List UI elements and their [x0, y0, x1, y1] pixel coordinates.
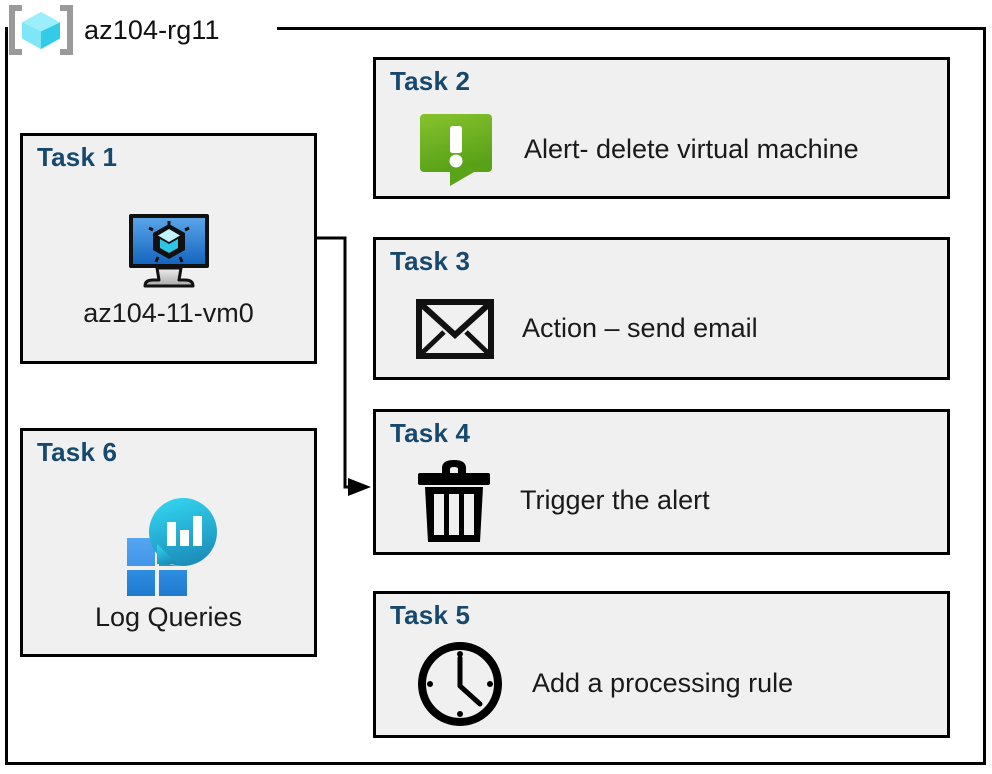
task-label: Task 5 [390, 600, 471, 630]
task-label: Task 6 [37, 437, 118, 467]
task-card-2[interactable]: Task 2 Alert- delete virtual machine [373, 57, 950, 199]
envelope-icon [416, 298, 494, 359]
virtual-machine-icon [123, 210, 215, 292]
task-card-4[interactable]: Task 4 Trigger the alert [373, 409, 950, 555]
task-caption: Trigger the alert [520, 484, 710, 515]
task-caption: Alert- delete virtual machine [524, 133, 859, 164]
task-card-6[interactable]: Task 6 [20, 428, 317, 657]
container-border-top [277, 27, 986, 30]
task-card-1[interactable]: Task 1 [20, 133, 317, 364]
alert-bubble-icon [416, 110, 496, 188]
container-border-right [983, 27, 986, 765]
task-label: Task 1 [37, 142, 118, 172]
trash-can-icon [416, 454, 492, 546]
resource-group-container [5, 27, 986, 765]
container-border-bottom [5, 762, 986, 765]
task-caption: Action – send email [522, 313, 758, 343]
resource-group-title: az104-rg11 [84, 14, 220, 45]
task-caption: az104-11-vm0 [83, 298, 254, 328]
task-label: Task 4 [390, 418, 471, 448]
azure-resource-group-icon [8, 4, 74, 56]
task-card-5[interactable]: Task 5 Add a processing rule [373, 591, 950, 738]
task-card-3[interactable]: Action – send email Task 3 [373, 237, 950, 380]
task-caption: Add a processing rule [532, 668, 794, 698]
resource-group-header: az104-rg11 [8, 4, 220, 56]
log-analytics-icon [115, 494, 223, 596]
task-label: Task 2 [390, 66, 471, 96]
container-border-left [5, 27, 8, 765]
clock-icon [416, 640, 504, 728]
task-label: Task 3 [390, 246, 471, 276]
task-caption: Log Queries [94, 602, 243, 632]
